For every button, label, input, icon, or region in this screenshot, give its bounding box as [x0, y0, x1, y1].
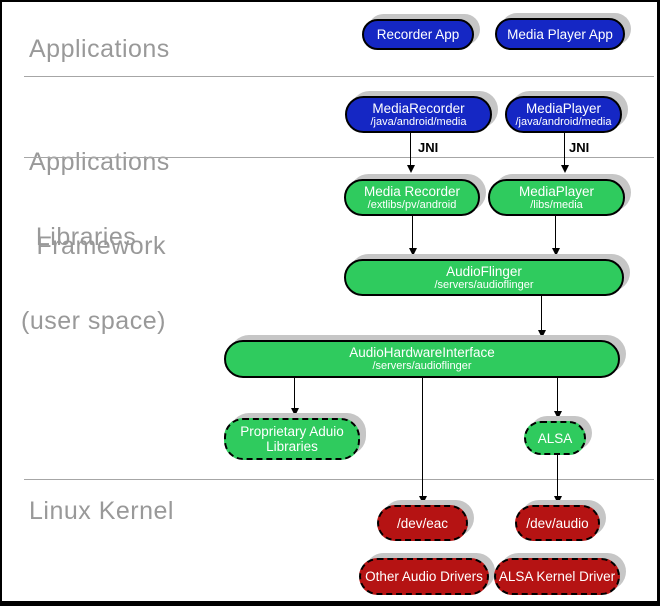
node-subtitle: /servers/audioflinger: [434, 278, 534, 291]
node-mediaplayer-framework: MediaPlayer /java/android/media: [505, 96, 622, 133]
node-subtitle: /servers/audioflinger: [372, 360, 472, 372]
arrow-ahi-to-alsa: [553, 378, 562, 419]
arrow-alsa-to-dev-audio: [553, 455, 562, 504]
node-media-player-app: Media Player App: [495, 18, 625, 50]
node-proprietary-audio-libraries: Proprietary Aduio Libraries: [224, 418, 360, 460]
node-title: Media Recorder: [363, 183, 461, 199]
arrow-ahi-to-dev-eac: [418, 378, 427, 504]
node-title-line: Proprietary Aduio: [240, 424, 344, 439]
node-mediarecorder-framework: MediaRecorder /java/android/media: [345, 96, 492, 133]
section-label-applications: Applications: [29, 35, 170, 63]
node-other-audio-drivers: Other Audio Drivers: [359, 558, 489, 595]
node-title: Recorder App: [376, 27, 460, 42]
node-title: MediaRecorder: [372, 100, 465, 116]
arrow-mediaplayer-to-audioflinger: [551, 216, 560, 256]
edge-label-jni-right: JNI: [569, 140, 590, 155]
node-subtitle: /java/android/media: [370, 115, 467, 128]
node-alsa: ALSA: [524, 421, 586, 455]
section-label-line: Applications: [29, 148, 170, 176]
layer-divider-framework: [24, 157, 654, 158]
arrow-audioflinger-to-ahi: [537, 296, 546, 338]
section-label-line: Framework: [29, 232, 166, 260]
arrow-jni-right: [560, 133, 569, 173]
node-title: AudioFlinger: [446, 263, 522, 279]
node-audioflinger: AudioFlinger /servers/audioflinger: [344, 259, 624, 296]
node-title: Media Player App: [507, 26, 613, 42]
node-title-line: Libraries: [266, 439, 318, 454]
layer-divider-kernel: [24, 479, 654, 480]
section-label-line: Libraries: [21, 223, 137, 251]
node-subtitle: /java/android/media: [515, 115, 612, 128]
node-title: AudioHardwareInterface: [349, 345, 495, 360]
node-title: MediaPlayer: [525, 100, 602, 116]
section-label-applications-framework: Applications Framework: [29, 92, 170, 316]
node-title: /dev/eac: [396, 515, 449, 531]
layer-divider-applications: [24, 76, 654, 77]
arrow-mediarecorder-to-audioflinger: [408, 216, 417, 256]
node-title: MediaPlayer: [518, 183, 595, 199]
node-title: Other Audio Drivers: [365, 569, 483, 584]
node-media-recorder-lib: Media Recorder /extlibs/pv/android: [344, 179, 480, 216]
node-audio-hardware-interface: AudioHardwareInterface /servers/audiofli…: [224, 340, 620, 378]
node-subtitle: /extlibs/pv/android: [367, 198, 457, 211]
node-alsa-kernel-driver: ALSA Kernel Driver: [494, 558, 620, 595]
section-label-line: (user space): [21, 307, 166, 335]
arrow-ahi-to-proprietary: [290, 378, 299, 416]
node-mediaplayer-lib: MediaPlayer /libs/media: [488, 179, 625, 216]
section-label-linux-kernel: Linux Kernel: [29, 497, 174, 525]
node-subtitle: /libs/media: [530, 198, 583, 211]
node-dev-eac: /dev/eac: [377, 505, 468, 541]
node-dev-audio: /dev/audio: [515, 505, 600, 541]
edge-label-jni-left: JNI: [418, 140, 439, 155]
arrow-jni-left: [406, 133, 415, 173]
section-label-libraries: Libraries (user space): [21, 167, 166, 391]
node-title: ALSA Kernel Driver: [498, 569, 616, 584]
node-recorder-app: Recorder App: [362, 19, 474, 50]
node-title: ALSA: [537, 430, 573, 446]
node-title: /dev/audio: [526, 515, 589, 531]
